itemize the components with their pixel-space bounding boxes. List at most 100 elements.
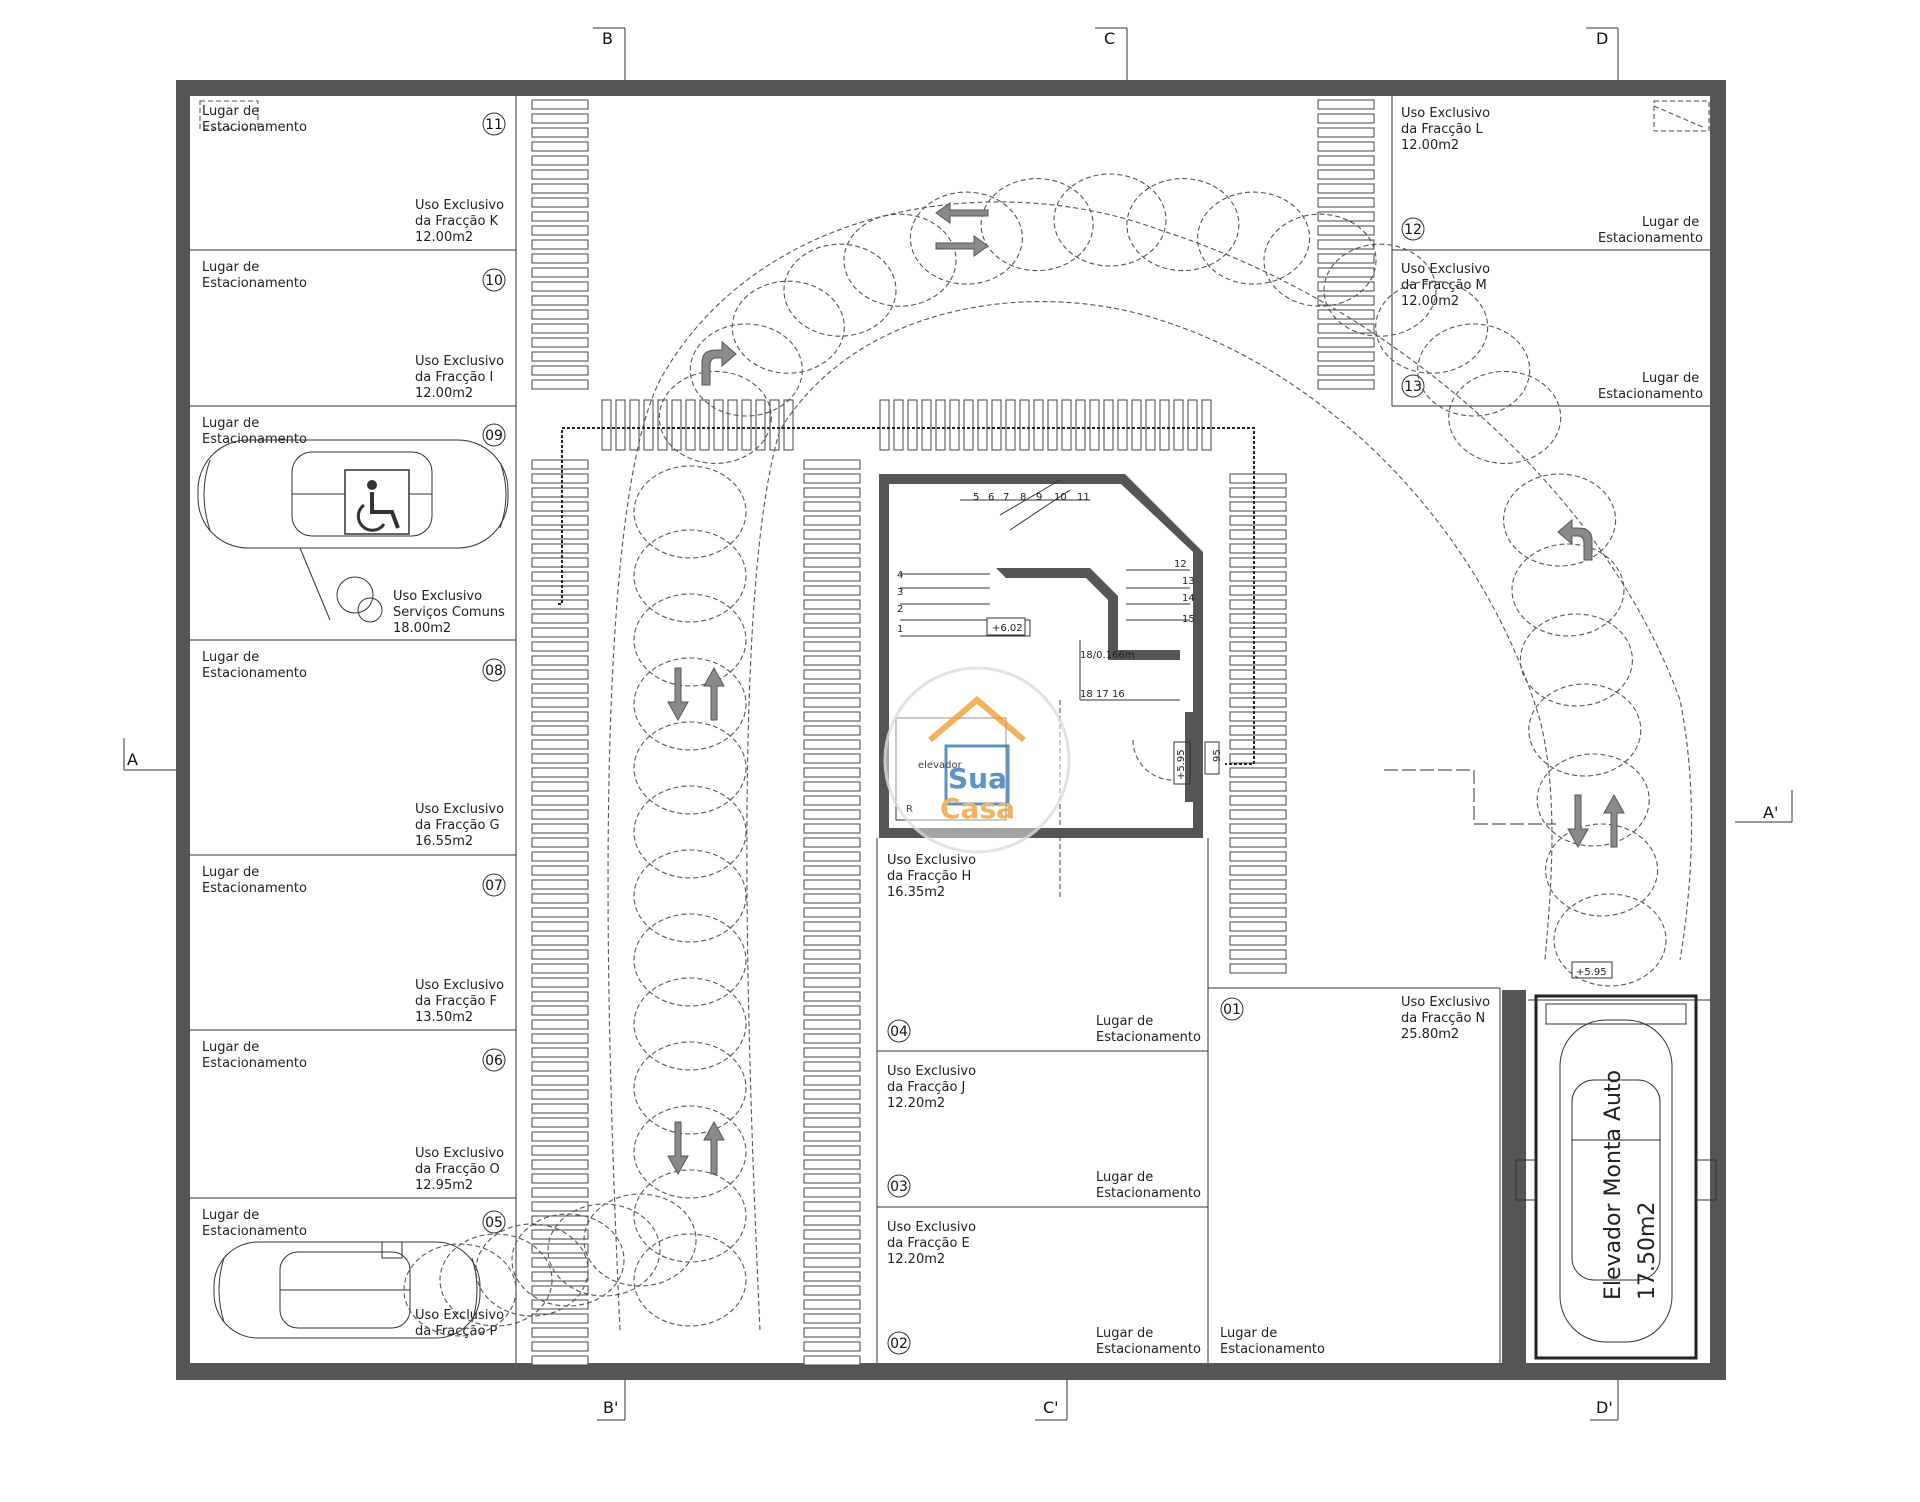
spot-13-title-2: Estacionamento (1598, 387, 1703, 402)
axis-label-c: C (1104, 29, 1115, 48)
step-4: 4 (897, 570, 903, 581)
arrow-down-left-icon (667, 667, 689, 722)
axis-label-c-prime: C' (1043, 1398, 1059, 1417)
spot-07-use-1: Uso Exclusivo (415, 978, 504, 993)
step-8: 8 (1020, 492, 1026, 503)
axis-markers: B C D B' C' D' A A' (123, 27, 1793, 1421)
step-17: 17 (1096, 689, 1109, 700)
watermark-line-3: Casa (940, 792, 1015, 825)
direction-arrows (667, 202, 1625, 1176)
step-13: 13 (1182, 576, 1195, 587)
spot-08-area: 16.55m2 (415, 834, 473, 849)
spot-13-use-2: da Fracção M (1401, 278, 1487, 293)
spot-10-number: 10 (485, 273, 503, 289)
spot-01-number: 01 (1223, 1002, 1241, 1018)
spot-08-title-1: Lugar de (202, 650, 259, 665)
spot-06-use-2: da Fracção O (415, 1162, 500, 1177)
car-lift: Elevador Monta Auto 17.50m2 +5.95 (1502, 961, 1717, 1363)
spot-10: Lugar de Estacionamento 10 Uso Exclusivo… (202, 260, 506, 401)
spot-01-use-1: Uso Exclusivo (1401, 995, 1490, 1010)
watermark-line-2: Sua (948, 762, 1007, 795)
spot-02-area: 12.20m2 (887, 1252, 945, 1267)
stair-inner-wall (996, 568, 1180, 660)
step-9: 9 (1036, 492, 1042, 503)
spot-05-number: 05 (485, 1215, 503, 1231)
spot-07-title-2: Estacionamento (202, 881, 307, 896)
spot-13-area: 12.00m2 (1401, 294, 1459, 309)
spot-05-use-1: Uso Exclusivo (415, 1308, 504, 1323)
spot-06-title-2: Estacionamento (202, 1056, 307, 1071)
left-parking-column (190, 96, 517, 1363)
arrow-up-left-icon (703, 666, 725, 721)
spot-03-title-1: Lugar de (1096, 1170, 1153, 1185)
spot-10-area: 12.00m2 (415, 386, 473, 401)
spot-02-title-1: Lugar de (1096, 1326, 1153, 1341)
spot-05-title-2: Estacionamento (202, 1224, 307, 1239)
arrow-up-left-2-icon (703, 1120, 725, 1175)
axis-label-a-prime: A' (1763, 803, 1778, 822)
spot-08-use-2: da Fracção G (415, 818, 500, 833)
level-stair-top: +6.02 (992, 623, 1023, 634)
spot-08-title-2: Estacionamento (202, 666, 307, 681)
spot-12-number: 12 (1404, 222, 1422, 238)
spot-12-use-2: da Fracção L (1401, 122, 1484, 137)
spot-07: Lugar de Estacionamento 07 Uso Exclusivo… (202, 865, 506, 1025)
spot-09-area: 18.00m2 (393, 621, 451, 636)
spot-03-use-1: Uso Exclusivo (887, 1064, 976, 1079)
level-stair-side: +5.95 (1176, 749, 1187, 780)
spot-10-title-2: Estacionamento (202, 276, 307, 291)
axis-label-b-prime: B' (603, 1398, 618, 1417)
watermark-line-1: elevador (918, 760, 963, 771)
spot-07-use-2: da Fracção F (415, 994, 497, 1009)
spot-01-use-2: da Fracção N (1401, 1011, 1485, 1026)
spot-08: Lugar de Estacionamento 08 Uso Exclusivo… (202, 650, 506, 849)
spot-11-number: 11 (485, 117, 503, 133)
spot-07-area: 13.50m2 (415, 1010, 473, 1025)
stair-core: 5 6 7 8 9 10 11 4 3 2 1 12 13 14 15 18 1… (879, 474, 1223, 900)
spot-04-title-2: Estacionamento (1096, 1030, 1201, 1045)
spot-11-use-1: Uso Exclusivo (415, 198, 504, 213)
core-outline-dashed (558, 427, 1255, 765)
spot-13: Uso Exclusivo da Fracção M 12.00m2 13 Lu… (1401, 262, 1703, 402)
spot-05: Lugar de Estacionamento 05 Uso Exclusivo… (202, 1208, 506, 1339)
spot-05-title-1: Lugar de (202, 1208, 259, 1223)
axis-label-a: A (127, 750, 138, 769)
spot-04-use-1: Uso Exclusivo (887, 853, 976, 868)
car-lift-line-2: 17.50m2 (1635, 1202, 1660, 1300)
spot-04: Uso Exclusivo da Fracção H 16.35m2 04 Lu… (887, 853, 1201, 1045)
spot-01-title-1: Lugar de (1220, 1326, 1277, 1341)
spot-02-title-2: Estacionamento (1096, 1342, 1201, 1357)
spot-06-title-1: Lugar de (202, 1040, 259, 1055)
step-3: 3 (897, 587, 903, 598)
spot-07-number: 07 (485, 878, 503, 894)
car-lift-line-1: Elevador Monta Auto (1601, 1070, 1626, 1300)
spot-01-title-2: Estacionamento (1220, 1342, 1325, 1357)
spot-09-title-1: Lugar de (202, 416, 259, 431)
arrow-down-right-icon (1567, 794, 1589, 849)
spot-06: Lugar de Estacionamento 06 Uso Exclusivo… (202, 1040, 506, 1193)
spot-13-title-1: Lugar de (1642, 371, 1699, 386)
spot-06-use-1: Uso Exclusivo (415, 1146, 504, 1161)
level-lift-pit: +5.95 (1576, 967, 1607, 978)
spot-03-number: 03 (890, 1179, 908, 1195)
axis-label-b: B (602, 29, 613, 48)
spot-12-area: 12.00m2 (1401, 138, 1459, 153)
step-5: 5 (973, 492, 979, 503)
spot-06-area: 12.95m2 (415, 1178, 473, 1193)
spot-12-title-1: Lugar de (1642, 215, 1699, 230)
ramp-outline (1384, 769, 1556, 825)
spot-11-title-2: Estacionamento (202, 120, 307, 135)
spot-02-use-2: da Fracção E (887, 1236, 970, 1251)
spot-08-use-1: Uso Exclusivo (415, 802, 504, 817)
stair-riser: 18/0.166m (1080, 650, 1134, 661)
spot-07-title-1: Lugar de (202, 865, 259, 880)
spot-10-title-1: Lugar de (202, 260, 259, 275)
spot-13-number: 13 (1404, 379, 1422, 395)
step-2: 2 (897, 604, 903, 615)
watermark-logo: elevador Sua Casa R (883, 666, 1071, 854)
arrow-top-left-icon (935, 202, 989, 224)
step-16: 16 (1112, 689, 1125, 700)
turning-paths (403, 173, 1693, 1337)
spot-11: Lugar de Estacionamento 11 Uso Exclusivo… (202, 104, 506, 245)
spot-05-use-2: da Fracção P (415, 1324, 498, 1339)
